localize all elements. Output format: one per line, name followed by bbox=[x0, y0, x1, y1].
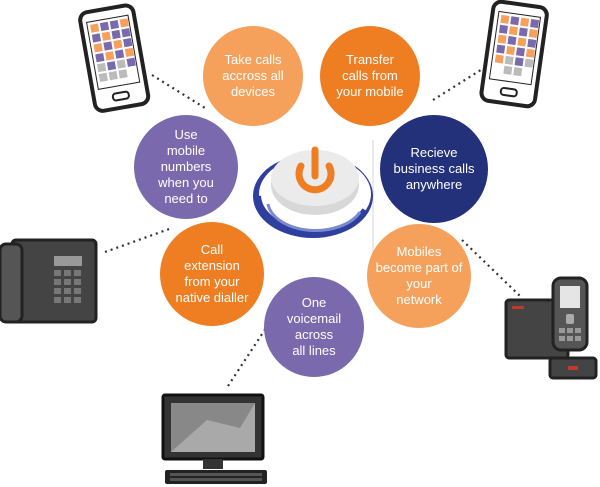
cordless-phone-icon bbox=[504, 276, 598, 380]
feature-label: Take calls accross all devices bbox=[222, 52, 284, 99]
feature-label: Recieve business calls anywhere bbox=[393, 145, 475, 192]
feature-mobiles-part-network: Mobiles become part of your network bbox=[367, 224, 471, 328]
feature-use-mobile-numbers: Use mobile numbers when you need to bbox=[134, 115, 238, 219]
connector-lines bbox=[104, 67, 521, 387]
connector-desktop-computer bbox=[227, 324, 269, 387]
desktop-computer-icon bbox=[161, 393, 267, 484]
app-grid bbox=[90, 18, 136, 82]
connector-smartphone-right bbox=[432, 67, 485, 101]
smartphone-icon bbox=[78, 3, 151, 113]
feature-label: Call extension from your native dialler bbox=[175, 242, 249, 305]
feature-label: Use mobile numbers when you need to bbox=[158, 127, 214, 206]
feature-label: Mobiles become part of your network bbox=[375, 244, 463, 307]
app-grid bbox=[494, 14, 540, 77]
feature-label: One voicemail across all lines bbox=[286, 295, 342, 358]
feature-receive-business-calls: Recieve business calls anywhere bbox=[380, 115, 488, 223]
connector-smartphone-left bbox=[151, 74, 206, 109]
connector-desk-phone bbox=[104, 226, 173, 254]
power-button-icon bbox=[253, 146, 373, 238]
feature-label: Transfer calls from your mobile bbox=[336, 52, 404, 99]
feature-one-voicemail: One voicemail across all lines bbox=[264, 277, 364, 377]
desk-phone-icon bbox=[0, 238, 98, 324]
feature-transfer-calls: Transfer calls from your mobile bbox=[320, 26, 420, 126]
smartphone-icon bbox=[479, 0, 549, 109]
feature-take-calls: Take calls accross all devices bbox=[203, 26, 303, 126]
connector-cordless-phone bbox=[461, 239, 521, 297]
feature-call-extension: Call extension from your native dialler bbox=[160, 222, 264, 326]
